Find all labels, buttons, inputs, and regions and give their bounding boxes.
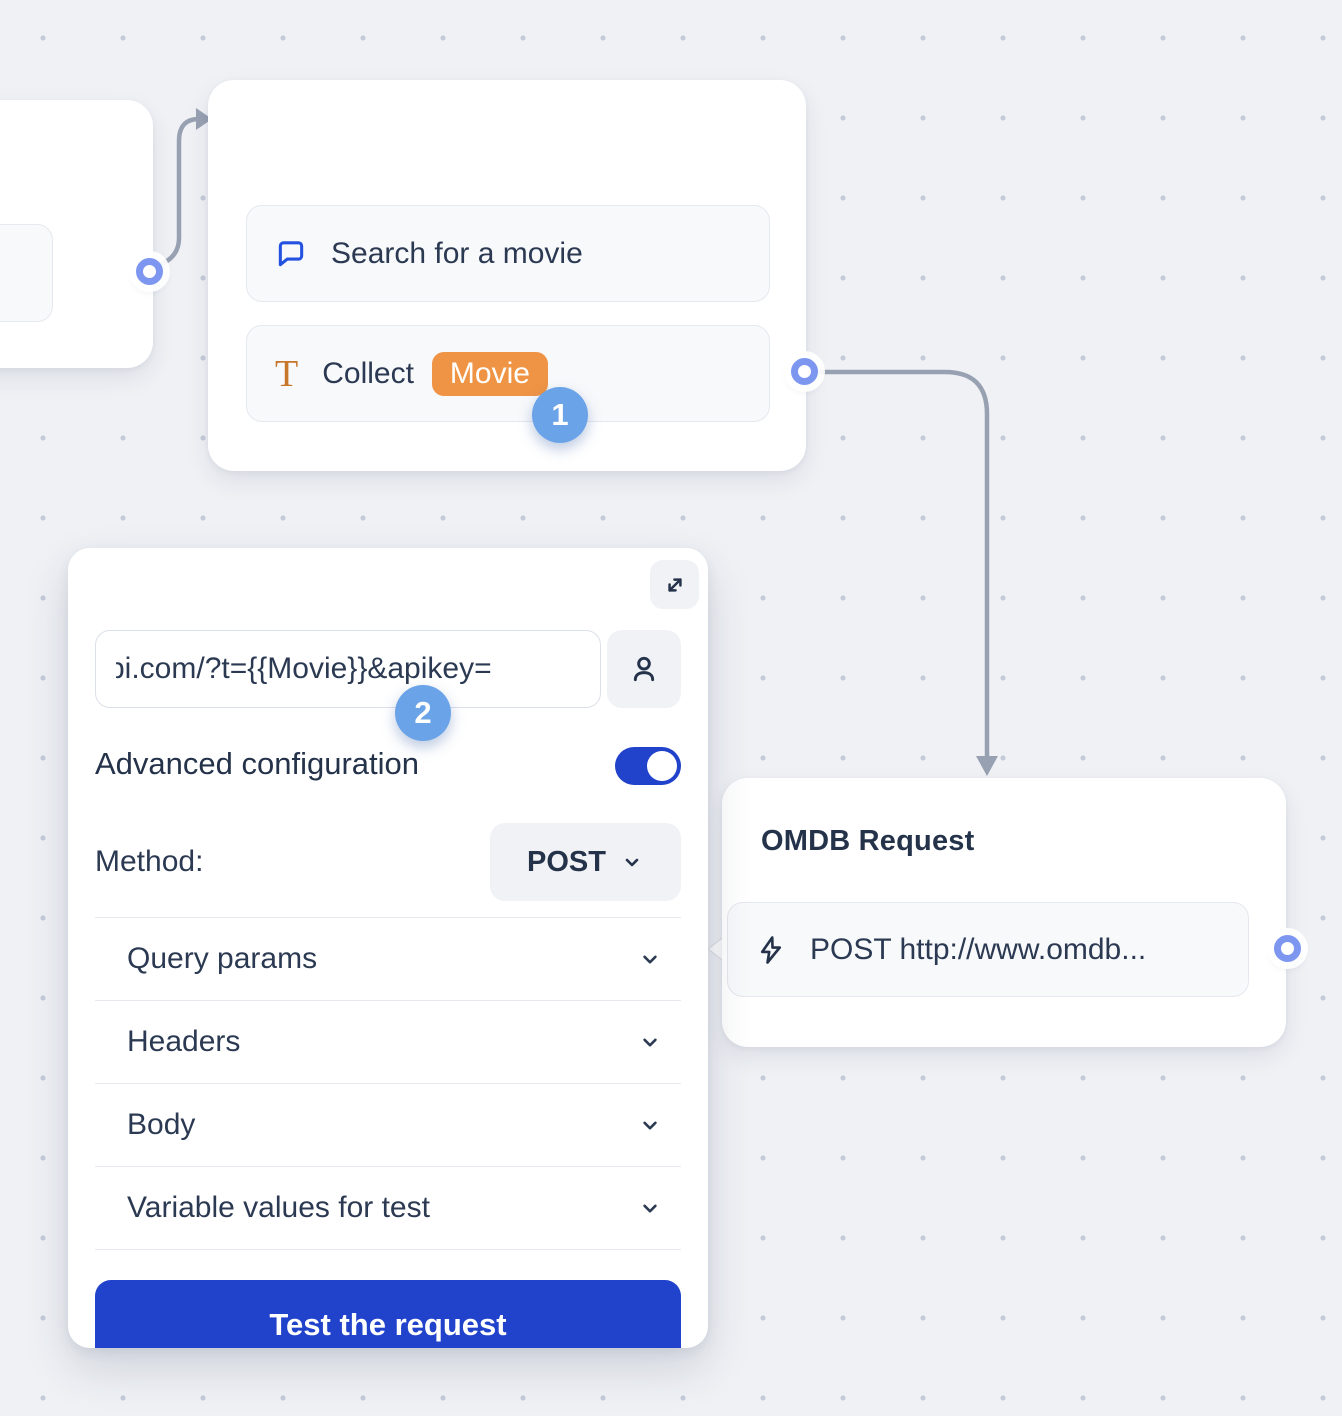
lightning-icon	[756, 935, 786, 965]
chevron-down-icon	[643, 1204, 657, 1213]
chevron-down-icon	[643, 1038, 657, 1047]
accordion-label: Body	[127, 1107, 196, 1141]
advanced-configuration-toggle[interactable]	[615, 747, 681, 785]
node-item-partial[interactable]	[0, 224, 53, 322]
accordion-body[interactable]: Body	[95, 1083, 681, 1166]
arrowhead-right	[196, 108, 212, 130]
chevron-down-icon	[643, 955, 657, 964]
user-person-icon	[633, 656, 655, 682]
toggle-knob	[647, 751, 677, 781]
test-request-button[interactable]: Test the request	[95, 1280, 681, 1348]
divider	[95, 1083, 681, 1084]
step-badge-2: 2	[395, 685, 451, 741]
connector-movie-search-to-omdb	[804, 369, 990, 760]
variable-chip-movie[interactable]: Movie	[431, 351, 548, 396]
output-port-omdb-request[interactable]	[1274, 935, 1301, 962]
item-label: POST http://www.omdb...	[810, 932, 1147, 966]
output-port-partial-node[interactable]	[136, 258, 163, 285]
divider	[95, 917, 681, 918]
chevron-down-icon	[643, 1121, 657, 1130]
item-label: Collect	[322, 356, 414, 390]
expand-button[interactable]	[650, 560, 699, 609]
node-item-question[interactable]: Search for a movie	[246, 205, 770, 302]
arrowhead-down	[976, 756, 998, 776]
node-item-webhook[interactable]: POST http://www.omdb...	[727, 902, 1249, 997]
divider	[95, 1000, 681, 1001]
user-variable-button[interactable]	[607, 630, 681, 708]
step-badge-1: 1	[532, 387, 588, 443]
output-port-movie-search[interactable]	[791, 358, 818, 385]
accordion-variable-values[interactable]: Variable values for test	[95, 1166, 681, 1249]
node-title: OMDB Request	[761, 825, 975, 857]
node-item-collect[interactable]: T Collect Movie	[246, 325, 770, 422]
accordion-query-params[interactable]: Query params	[95, 917, 681, 1000]
text-input-icon: T	[275, 352, 299, 395]
url-input[interactable]	[95, 630, 601, 708]
node-card-movie-search[interactable]: Movie search Search for a movie T Collec…	[208, 80, 806, 471]
chevron-down-icon	[625, 858, 639, 867]
method-label: Method:	[95, 845, 204, 878]
node-card-omdb-request[interactable]: OMDB Request POST http://www.omdb...	[722, 778, 1286, 1047]
item-label: Search for a movie	[331, 236, 583, 270]
connector-left-to-movie-search	[150, 116, 202, 270]
webhook-config-panel: Advanced configuration Method: POST Quer…	[68, 548, 708, 1348]
accordion-label: Variable values for test	[127, 1190, 430, 1224]
method-dropdown[interactable]: POST	[490, 823, 681, 901]
divider	[95, 1249, 681, 1250]
accordion-label: Query params	[127, 941, 318, 975]
advanced-configuration-label: Advanced configuration	[95, 746, 420, 781]
divider	[95, 1166, 681, 1167]
node-card-partial[interactable]	[0, 100, 153, 368]
expand-diagonal-arrows-icon	[667, 577, 682, 592]
accordion-headers[interactable]: Headers	[95, 1000, 681, 1083]
chat-bubble-icon	[275, 238, 307, 270]
accordion-label: Headers	[127, 1024, 241, 1058]
method-value: POST	[527, 845, 606, 878]
